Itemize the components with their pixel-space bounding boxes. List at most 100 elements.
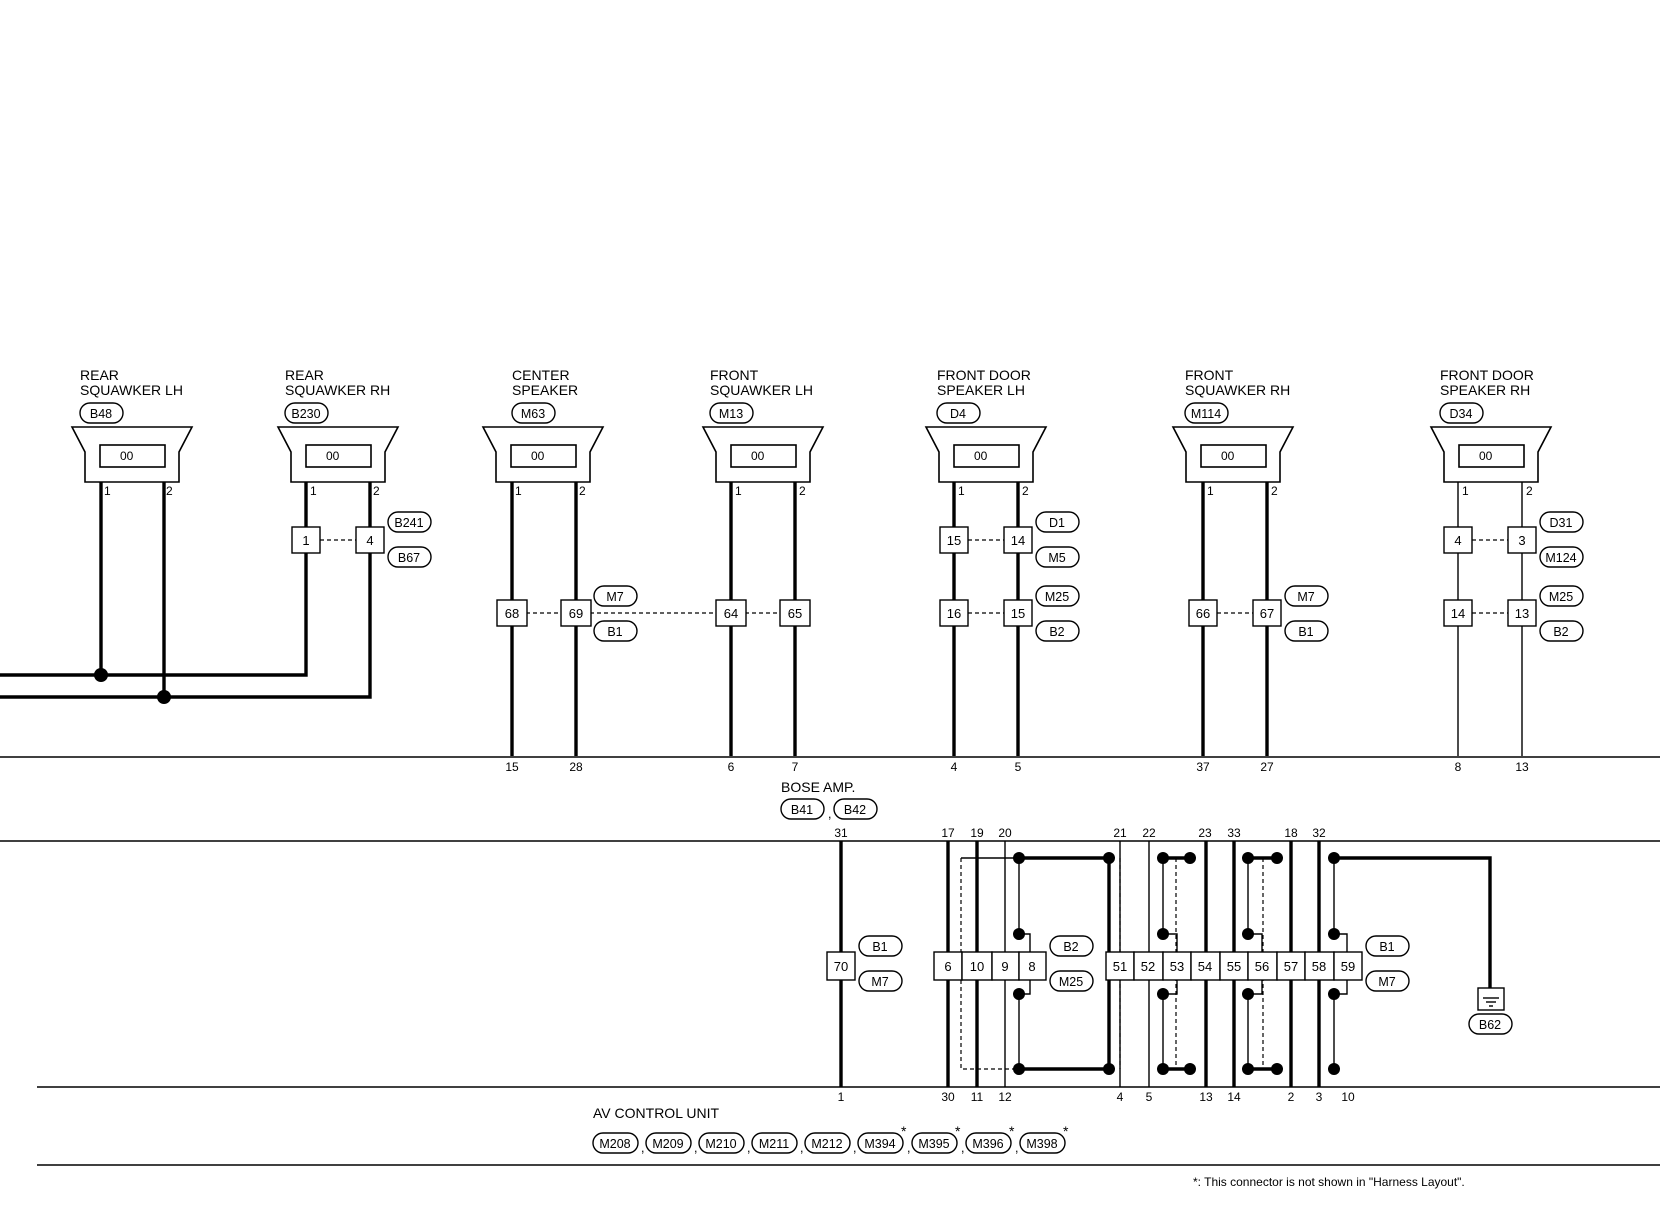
junction-connector: M5 [1048, 551, 1065, 565]
pin-label: 1 [515, 484, 522, 498]
av-connector: M394 [864, 1137, 895, 1151]
junction-connector: B2 [1049, 625, 1064, 639]
connector-badge [1184, 402, 1229, 424]
front-door-speaker-lh-connector: D4 [950, 407, 966, 421]
junction-terminal [355, 526, 385, 554]
connector-badge [1439, 402, 1484, 424]
splice-dot [1184, 1063, 1196, 1075]
splice-dot [1013, 852, 1025, 864]
terminal-label: 4 [1117, 1090, 1124, 1104]
junction-pin: 1 [302, 533, 309, 548]
bose-amp-connector-2: B42 [844, 803, 866, 817]
center-speaker-title-1: CENTER [512, 367, 570, 383]
connector-badge [858, 935, 903, 957]
star-mark: * [955, 1123, 961, 1139]
speaker-pin-labels: 1 2 1 2 1 2 1 2 1 2 1 2 1 2 [104, 484, 1533, 498]
av-connector: M210 [705, 1137, 736, 1151]
junction-connector: B241 [394, 516, 423, 530]
terminal-label: 13 [1515, 760, 1529, 774]
junction-pin: 15 [1011, 606, 1025, 621]
junction-block-a: 6 10 9 8 B2 M25 [933, 935, 1094, 992]
front-door-speaker-lh-title-1: FRONT DOOR [937, 367, 1031, 383]
junction-pin: 51 [1113, 959, 1127, 974]
junction-terminal [961, 951, 993, 981]
rear-squawker-rh-title-2: SQUAWKER RH [285, 382, 390, 398]
splice-dot [1103, 1063, 1115, 1075]
svg-text:00: 00 [120, 449, 134, 463]
junction-pin: 53 [1170, 959, 1184, 974]
connector-badge [1035, 546, 1080, 568]
svg-text:00: 00 [974, 449, 988, 463]
terminal-label: 22 [1142, 826, 1156, 840]
terminal-label: 17 [941, 826, 955, 840]
connector-badge [1365, 935, 1410, 957]
rear-squawker-lh-connector: B48 [90, 407, 112, 421]
bose-amp-title: BOSE AMP. [781, 779, 855, 795]
av-connector: M208 [599, 1137, 630, 1151]
front-squawker-rh-title-1: FRONT [1185, 367, 1234, 383]
junction-connector: B1 [1379, 940, 1394, 954]
separator: , [747, 1141, 750, 1155]
connector-badge [1539, 620, 1584, 642]
junction-terminal [1190, 951, 1221, 981]
separator: , [641, 1141, 644, 1155]
junction-terminal [291, 526, 321, 554]
connector-badge [1035, 511, 1080, 533]
terminal-label: 14 [1227, 1090, 1241, 1104]
svg-text:00: 00 [531, 449, 545, 463]
junction-terminal [1443, 599, 1473, 627]
svg-text:00: 00 [1479, 449, 1493, 463]
terminal-label: 5 [1146, 1090, 1153, 1104]
junction-pin: 4 [366, 533, 373, 548]
junction-pin: 6 [944, 959, 951, 974]
connector-badge [1539, 546, 1584, 568]
terminal-label: 4 [951, 760, 958, 774]
connector-badge [1284, 620, 1329, 642]
junction-pin: 16 [947, 606, 961, 621]
junction-pin: 4 [1454, 533, 1461, 548]
connector-badge [511, 402, 556, 424]
front-door-speaker-rh-title-2: SPEAKER RH [1440, 382, 1530, 398]
av-connector: M396 [972, 1137, 1003, 1151]
junction-terminal [939, 526, 969, 554]
terminal-label: 20 [998, 826, 1012, 840]
av-connector: M211 [759, 1137, 789, 1151]
terminal-label: 27 [1260, 760, 1274, 774]
terminal-label: 23 [1198, 826, 1212, 840]
svg-text:00: 00 [751, 449, 765, 463]
av-connector: M395 [918, 1137, 949, 1151]
connector-badge [1049, 970, 1094, 992]
junction-pin: 3 [1518, 533, 1525, 548]
center-speaker-title-2: SPEAKER [512, 382, 578, 398]
svg-text:00: 00 [1221, 449, 1235, 463]
av-connector-list: M208 , M209 , M210 , M211 , M212 , M394 … [592, 1123, 1069, 1155]
star-mark: * [901, 1123, 907, 1139]
terminal-label: 10 [1341, 1090, 1355, 1104]
front-door-speaker-lh-title-2: SPEAKER LH [937, 382, 1025, 398]
junction-pin: 15 [947, 533, 961, 548]
upper-junctions: 1 4 B241 B67 68 69 M7 B1 64 65 15 14 D1 … [291, 511, 1584, 642]
rear-squawker-rh-connector: B230 [291, 407, 320, 421]
bose-amp-connector-1: B41 [791, 803, 813, 817]
front-door-speaker-rh-connector: D34 [1450, 407, 1473, 421]
connector-badge [1049, 935, 1094, 957]
connector-badge [709, 402, 754, 424]
junction-pin: 14 [1451, 606, 1465, 621]
terminal-label: 2 [1288, 1090, 1295, 1104]
connector-badge [936, 402, 981, 424]
junction-terminal [1333, 951, 1363, 981]
connector-badge [1019, 1132, 1066, 1154]
connector-badge [592, 1132, 639, 1154]
junction-terminal [1507, 599, 1537, 627]
footnote: *: This connector is not shown in "Harne… [1193, 1175, 1465, 1189]
connector-badge [1468, 1013, 1513, 1035]
splice-dot [1013, 1063, 1025, 1075]
terminal-label: 7 [792, 760, 799, 774]
terminal-label: 6 [728, 760, 735, 774]
connector-badge [645, 1132, 692, 1154]
front-squawker-lh-connector: M13 [719, 407, 743, 421]
separator: , [907, 1141, 910, 1155]
connector-badge [79, 402, 124, 424]
separator: , [800, 1141, 803, 1155]
pin-label: 2 [1271, 484, 1278, 498]
